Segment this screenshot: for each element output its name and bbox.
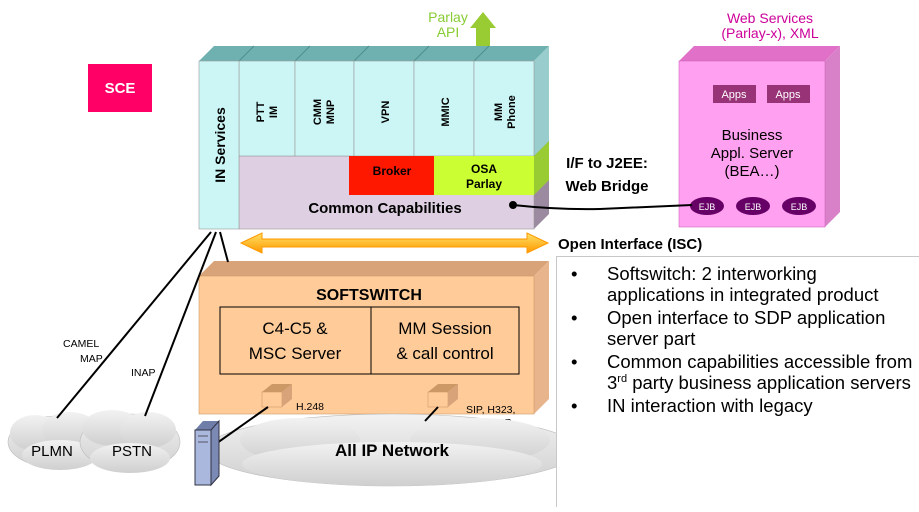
bullet-list: • Softswitch: 2 interworking applications… bbox=[557, 257, 919, 416]
c4c5-label: C4-C5 & bbox=[262, 319, 328, 338]
camel-label: CAMEL bbox=[63, 338, 99, 350]
bullet-item-open-interface: • Open interface to SDP application serve… bbox=[571, 307, 915, 349]
sce-badge[interactable] bbox=[88, 64, 152, 112]
ejb-label-2: EJB bbox=[745, 202, 762, 212]
ejb-oval-1[interactable] bbox=[690, 197, 724, 215]
softswitch-block bbox=[198, 261, 549, 415]
web-bridge-dot bbox=[509, 201, 517, 209]
broker-box[interactable] bbox=[349, 156, 434, 195]
bullet-text: Common capabilities accessible from 3 bbox=[607, 351, 913, 393]
parlay-label: Parlay bbox=[466, 177, 502, 191]
osa-label: OSA bbox=[471, 162, 497, 176]
bullet-text: Softswitch: 2 interworking applications … bbox=[607, 263, 879, 305]
if-j2ee-label: I/F to J2EE: bbox=[566, 155, 648, 172]
call-control-label: & call control bbox=[396, 344, 493, 363]
pstn-label: PSTN bbox=[112, 443, 152, 460]
media-gateway-icon bbox=[194, 419, 220, 487]
bullet-marker: • bbox=[571, 395, 578, 416]
bea-label: (BEA…) bbox=[724, 163, 779, 180]
col-im-label: IM bbox=[268, 106, 280, 118]
bullet-text: IN interaction with legacy bbox=[607, 395, 813, 416]
mm-session-box[interactable] bbox=[370, 306, 520, 375]
col-ptt-label: PTT bbox=[255, 101, 267, 122]
softswitch-title: SOFTSWITCH bbox=[316, 287, 422, 304]
col-mm-label: MM bbox=[493, 103, 505, 121]
pstn-cloud bbox=[79, 410, 181, 473]
inap-line bbox=[144, 231, 217, 417]
parlay-api-arrow bbox=[470, 12, 496, 46]
is-softswitch-line bbox=[219, 231, 229, 263]
h248-line bbox=[209, 406, 269, 449]
bullet-text-continued: party business application servers bbox=[627, 372, 911, 393]
ip-network-cloud bbox=[205, 413, 579, 487]
bullet-marker: • bbox=[571, 307, 578, 328]
in-services-label: IN Services bbox=[212, 107, 228, 183]
mm-session-label: MM Session bbox=[398, 319, 492, 338]
open-interface-label: Open Interface (ISC) bbox=[558, 236, 702, 253]
web-services-label: Web Services bbox=[727, 10, 813, 26]
camel-map-line bbox=[56, 231, 212, 419]
web-bridge-label: Web Bridge bbox=[565, 178, 648, 195]
all-ip-network-label: All IP Network bbox=[335, 441, 450, 460]
col-vpn-label: VPN bbox=[380, 101, 392, 124]
ejb-oval-3[interactable] bbox=[782, 197, 816, 215]
apps-box-2[interactable] bbox=[767, 85, 810, 103]
sce-label: SCE bbox=[105, 80, 136, 97]
ejb-label-1: EJB bbox=[699, 202, 716, 212]
bullet-item-common-capabilities: • Common capabilities accessible from 3rd… bbox=[571, 351, 915, 393]
bullet-superscript: rd bbox=[617, 372, 628, 385]
web-bridge-connector bbox=[512, 204, 693, 211]
apps-label-1: Apps bbox=[721, 89, 747, 101]
col-phone-label: Phone bbox=[506, 95, 518, 129]
col-cmm-label: CMM bbox=[312, 99, 324, 125]
plmn-label: PLMN bbox=[31, 443, 73, 460]
msc-server-label: MSC Server bbox=[249, 344, 342, 363]
bullet-text: Open interface to SDP application server… bbox=[607, 307, 886, 349]
bullet-marker: • bbox=[571, 263, 578, 284]
h248-label: H.248 bbox=[296, 401, 324, 413]
parlay-api-label: Parlay bbox=[428, 9, 468, 25]
apps-label-2: Apps bbox=[775, 89, 801, 101]
bullet-list-panel: • Softswitch: 2 interworking applications… bbox=[556, 256, 919, 507]
col-mmic-label: MMIC bbox=[440, 97, 452, 126]
bullet-marker: • bbox=[571, 351, 578, 372]
open-interface-arrow bbox=[239, 232, 550, 254]
business-label: Business bbox=[722, 127, 783, 144]
ejb-label-3: EJB bbox=[791, 202, 808, 212]
common-capabilities-label: Common Capabilities bbox=[308, 200, 461, 217]
appl-server-label: Appl. Server bbox=[711, 145, 794, 162]
map-label: MAP bbox=[80, 353, 103, 365]
osa-parlay-box[interactable] bbox=[434, 156, 534, 195]
col-mnp-label: MNP bbox=[325, 100, 337, 124]
h248-port bbox=[261, 384, 292, 408]
sip-label: SIP, H323, bbox=[466, 404, 515, 416]
ejb-oval-2[interactable] bbox=[736, 197, 770, 215]
bullet-item-softswitch: • Softswitch: 2 interworking applications… bbox=[571, 263, 915, 305]
parlay-api-label-2: API bbox=[437, 24, 460, 40]
bullet-item-in-interaction: • IN interaction with legacy bbox=[571, 395, 915, 416]
sip-line bbox=[424, 406, 439, 422]
sip-port bbox=[427, 384, 458, 408]
inap-label: INAP bbox=[131, 367, 156, 379]
plmn-cloud bbox=[7, 412, 109, 470]
parlay-x-label: (Parlay-x), XML bbox=[721, 25, 818, 41]
apps-box-1[interactable] bbox=[713, 85, 756, 103]
broker-label: Broker bbox=[373, 164, 412, 178]
c4c5-box[interactable] bbox=[219, 306, 372, 375]
sdp-block bbox=[198, 45, 549, 230]
